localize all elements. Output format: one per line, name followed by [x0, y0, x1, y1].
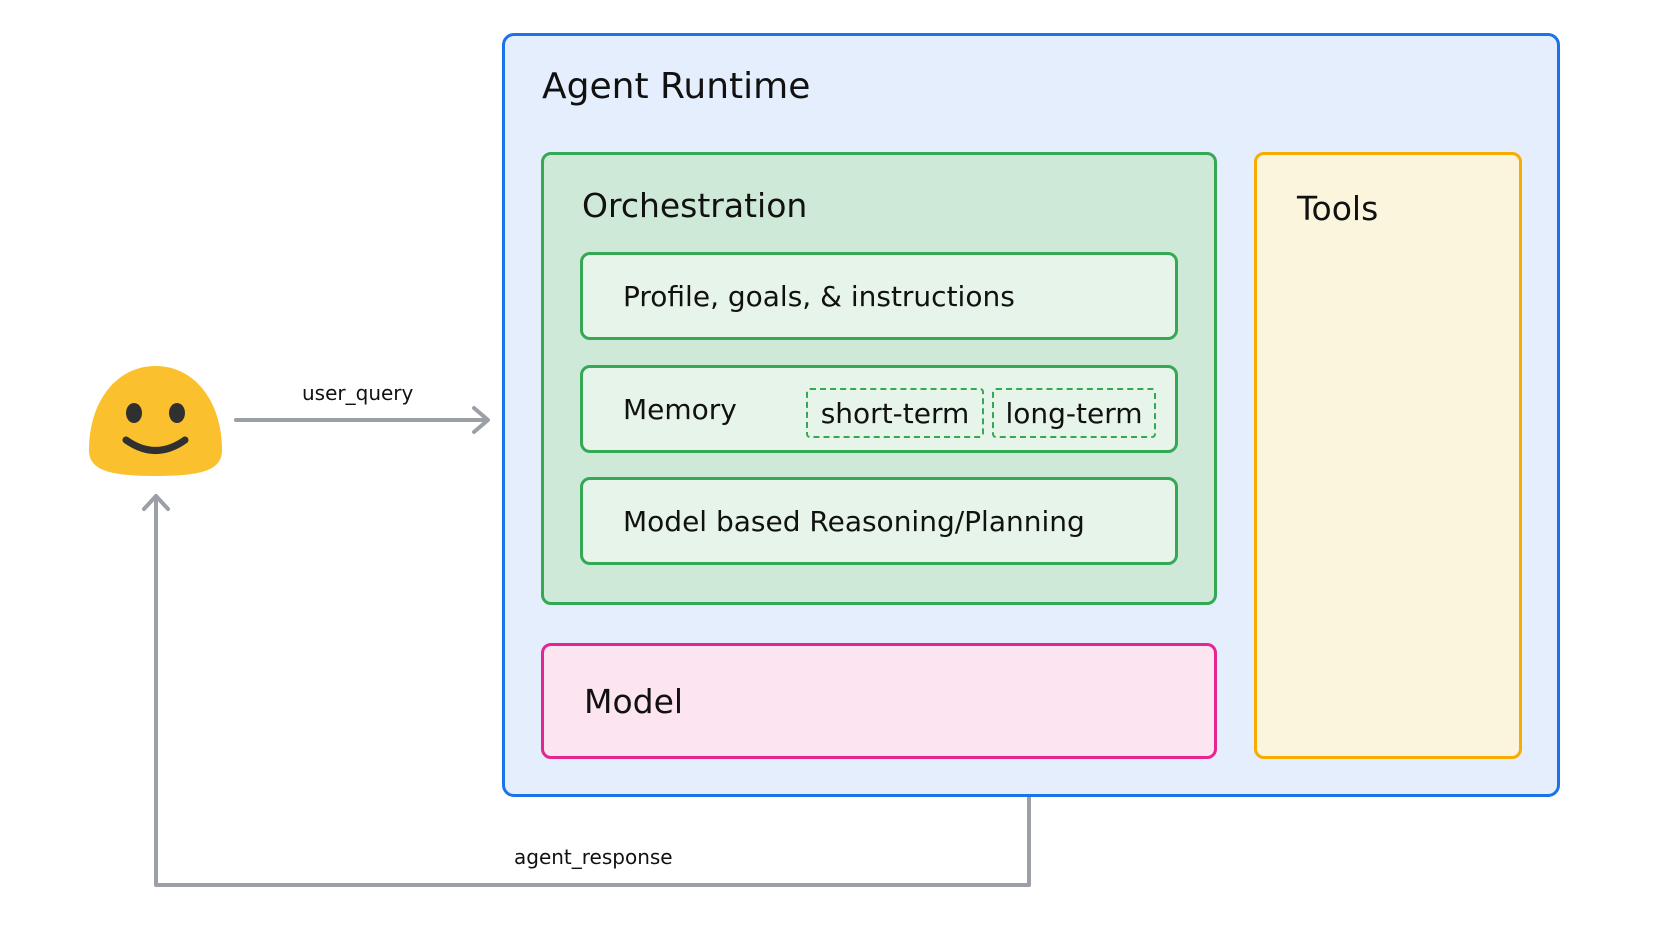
tools-title: Tools: [1297, 189, 1379, 228]
profile-goals-instructions-box: Profile, goals, & instructions: [580, 252, 1178, 340]
reasoning-planning-label: Model based Reasoning/Planning: [623, 504, 1085, 538]
tools-box: Tools: [1254, 152, 1522, 759]
agent-response-label: agent_response: [514, 845, 673, 869]
long-term-memory-tag: long-term: [992, 388, 1156, 438]
model-title: Model: [584, 681, 684, 721]
smiling-face-icon: [89, 366, 222, 476]
model-box: Model: [541, 643, 1217, 759]
short-term-memory-tag: short-term: [806, 388, 984, 438]
memory-box: Memory short-term long-term: [580, 365, 1178, 453]
orchestration-title: Orchestration: [582, 186, 808, 225]
agent-response-arrow: [142, 494, 1031, 887]
memory-label: Memory: [623, 392, 737, 426]
agent-runtime-title: Agent Runtime: [542, 66, 811, 107]
profile-goals-instructions-label: Profile, goals, & instructions: [623, 279, 1015, 313]
user-query-arrow: [234, 406, 490, 434]
reasoning-planning-box: Model based Reasoning/Planning: [580, 477, 1178, 565]
user-query-label: user_query: [302, 381, 414, 405]
